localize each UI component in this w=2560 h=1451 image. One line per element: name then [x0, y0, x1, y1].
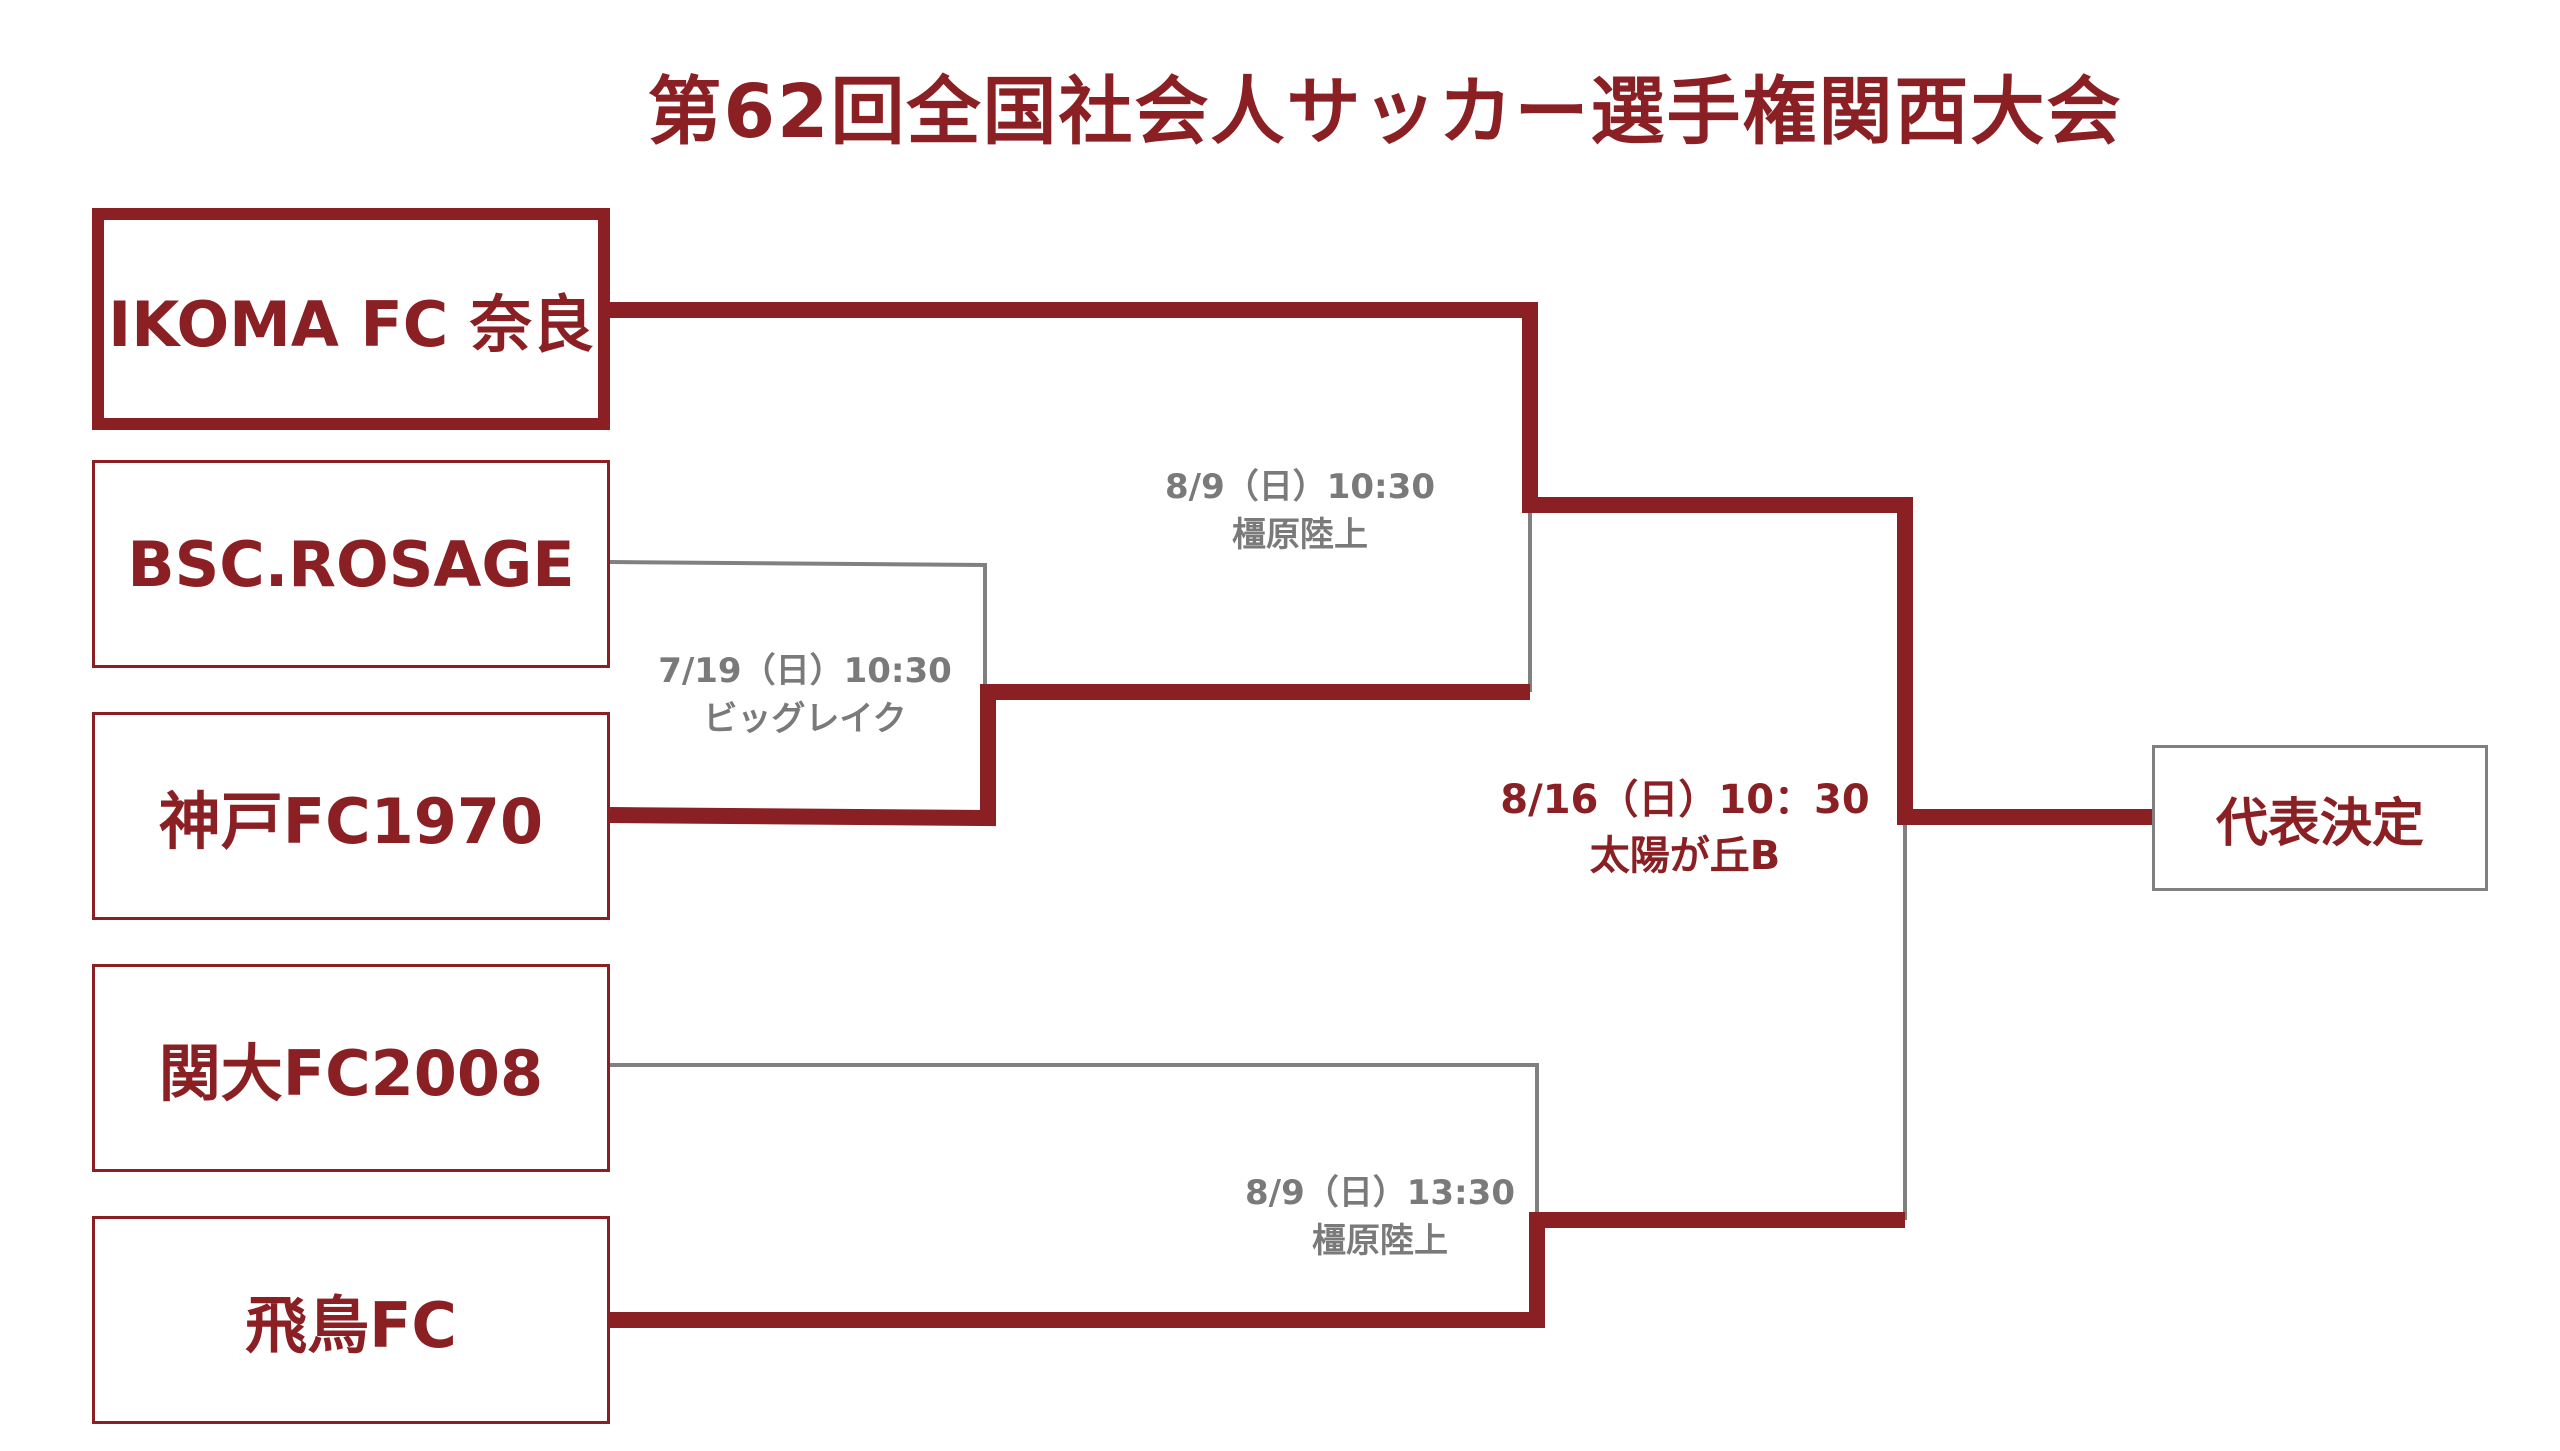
match-date: 8/9（日）10:30: [1165, 467, 1435, 507]
team-kandai-fc-2008: 関大FC2008: [92, 964, 610, 1172]
team-asuka-fc: 飛鳥FC: [92, 1216, 610, 1424]
match-semi2-info: 8/9（日）13:30 橿原陸上: [1200, 1170, 1560, 1265]
team-name: 飛鳥FC: [245, 1289, 457, 1362]
team-name: IKOMA FC 奈良: [108, 288, 594, 361]
match-round1-info: 7/19（日）10:30 ビッグレイク: [640, 648, 970, 743]
team-name: BSC.ROSAGE: [127, 527, 575, 601]
line-bsc-rosage: [609, 560, 987, 692]
match-date: 7/19（日）10:30: [658, 651, 952, 691]
match-venue: 橿原陸上: [1232, 514, 1368, 555]
page-title: 第62回全国社会人サッカー選手権関西大会: [647, 69, 2123, 155]
line-asuka-win: [610, 1212, 1905, 1328]
match-venue: 橿原陸上: [1312, 1220, 1448, 1261]
team-name: 関大FC2008: [158, 1037, 544, 1110]
team-ikoma-fc-nara: IKOMA FC 奈良: [92, 208, 610, 430]
line-ikoma-win: [610, 302, 2152, 825]
result-box: 代表決定: [2152, 745, 2488, 891]
line-kobe-win: [609, 684, 1530, 827]
team-kobe-fc-1970: 神戸FC1970: [92, 712, 610, 920]
result-label: 代表決定: [2215, 793, 2424, 854]
match-final-info: 8/16（日）10：30 太陽が丘B: [1470, 772, 1900, 884]
team-bsc-rosage: BSC.ROSAGE: [92, 460, 610, 668]
match-semi1-info: 8/9（日）10:30 橿原陸上: [1120, 464, 1480, 559]
match-date: 8/9（日）13:30: [1245, 1173, 1515, 1213]
match-venue: ビッグレイク: [703, 698, 907, 739]
match-date: 8/16（日）10：30: [1500, 777, 1870, 823]
team-name: 神戸FC1970: [158, 785, 544, 858]
match-venue: 太陽が丘B: [1589, 833, 1781, 879]
line-kandai: [610, 1063, 1539, 1220]
